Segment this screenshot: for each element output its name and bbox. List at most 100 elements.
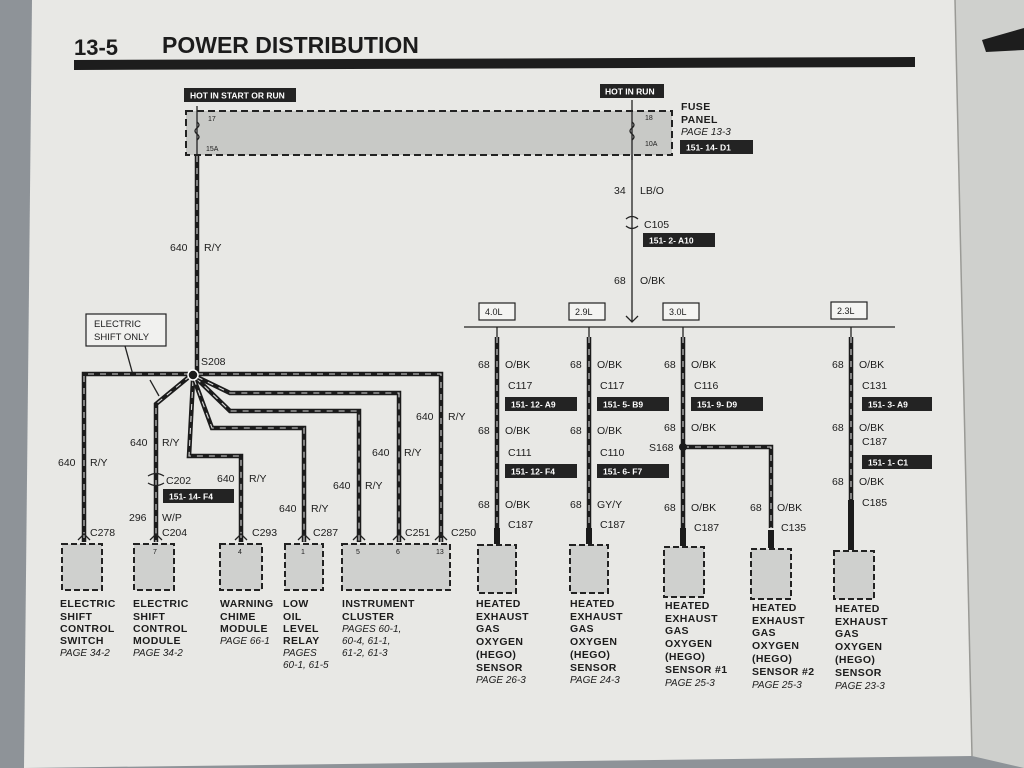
svg-text:2.9L: 2.9L [575, 307, 593, 317]
wire-number: 68 [832, 476, 844, 488]
svg-text:PAGE 25-3: PAGE 25-3 [665, 678, 715, 689]
c187-label: C187 [600, 519, 625, 531]
wire-number: 68 [664, 359, 676, 371]
svg-text:RELAY: RELAY [283, 635, 320, 647]
svg-text:HEATED: HEATED [476, 598, 521, 610]
svg-text:SWITCH: SWITCH [60, 635, 104, 647]
svg-text:SENSOR: SENSOR [835, 667, 882, 679]
fuse-left-number: 17 [208, 116, 216, 123]
svg-text:EXHAUST: EXHAUST [476, 611, 529, 623]
electric-shift-control-module [133, 543, 175, 591]
svg-text:HOT IN START OR RUN: HOT IN START OR RUN [190, 91, 285, 101]
c116-label: C116 [694, 380, 718, 392]
pin-number: 6 [396, 549, 400, 556]
wire-number: 68 [664, 502, 676, 514]
svg-text:OXYGEN: OXYGEN [835, 641, 882, 653]
svg-text:151- 6- F7: 151- 6- F7 [603, 467, 642, 477]
svg-text:60-1, 61-5: 60-1, 61-5 [283, 660, 329, 671]
wire-number: 68 [570, 359, 582, 371]
ref-151-1-c1: 151- 1- C1 [862, 455, 932, 469]
hego-sensor-2-3l [833, 550, 875, 600]
page-number: 13-5 [74, 35, 118, 60]
wire-color: O/BK [691, 502, 716, 514]
instrument-cluster [341, 543, 451, 591]
svg-text:PAGE 34-2: PAGE 34-2 [133, 648, 183, 659]
splice-s168-dot [679, 443, 687, 451]
c117-label: C117 [600, 380, 624, 392]
note-pointer-2 [149, 379, 160, 397]
svg-text:CONTROL: CONTROL [133, 623, 188, 635]
svg-text:EXHAUST: EXHAUST [752, 615, 805, 627]
c185-label: C185 [862, 497, 887, 509]
c117-label: C117 [508, 380, 532, 392]
hot-start-run-tag: HOT IN START OR RUN [184, 88, 296, 102]
wire-number: 68 [750, 502, 762, 514]
pin-number: 1 [301, 549, 305, 556]
wire-label-color: R/Y [90, 457, 108, 469]
svg-text:OIL: OIL [283, 611, 302, 623]
svg-text:EXHAUST: EXHAUST [665, 613, 718, 625]
svg-text:3.0L: 3.0L [669, 307, 687, 317]
svg-text:HEATED: HEATED [570, 598, 615, 610]
electric-shift-note: ELECTRIC [94, 319, 141, 330]
svg-text:HEATED: HEATED [752, 602, 797, 614]
engine-2-3l: 2.3L [830, 301, 868, 320]
electric-shift-control-switch [61, 543, 103, 591]
svg-text:EXHAUST: EXHAUST [570, 611, 623, 623]
wire-34-color: LB/O [640, 185, 664, 197]
component-captions: ELECTRIC SHIFT CONTROL SWITCH PAGE 34-2 … [60, 598, 888, 692]
svg-text:SENSOR #1: SENSOR #1 [665, 664, 728, 676]
hego-sensor-1-3-0l [663, 546, 705, 598]
hot-run-tag: HOT IN RUN [600, 84, 664, 98]
wire-68-number: 68 [614, 275, 626, 287]
wire-label-color: R/Y [249, 473, 267, 485]
svg-text:PAGE 23-3: PAGE 23-3 [835, 681, 885, 692]
wire-label-color: R/Y [162, 437, 180, 449]
svg-text:151- 12- A9: 151- 12- A9 [511, 400, 556, 410]
c287-label: C287 [313, 527, 338, 539]
svg-text:MODULE: MODULE [133, 635, 181, 647]
wire-number: 68 [832, 359, 844, 371]
svg-text:61-2, 61-3: 61-2, 61-3 [342, 648, 388, 659]
ref-151-3-a9: 151- 3- A9 [862, 397, 932, 411]
svg-text:OXYGEN: OXYGEN [752, 640, 799, 652]
svg-text:(HEGO): (HEGO) [476, 649, 516, 661]
svg-text:CLUSTER: CLUSTER [342, 611, 394, 623]
hego-sensor-4-0l [477, 544, 517, 594]
wire-color: GY/Y [597, 499, 622, 511]
c187-label: C187 [508, 519, 533, 531]
svg-text:151- 9- D9: 151- 9- D9 [697, 400, 737, 410]
hego-sensor-2-9l [569, 544, 609, 594]
c202-label: C202 [166, 475, 191, 487]
svg-text:LOW: LOW [283, 598, 309, 610]
c135-label: C135 [781, 522, 806, 534]
wire-number: 68 [570, 425, 582, 437]
wire-color: O/BK [859, 359, 884, 371]
c105-ref: 151- 2- A10 [643, 233, 715, 247]
svg-text:PAGES 60-1,: PAGES 60-1, [342, 624, 401, 635]
electric-shift-note-2: SHIFT ONLY [94, 332, 150, 343]
svg-text:151- 5- B9: 151- 5- B9 [603, 400, 643, 410]
engine-2-9l: 2.9L [568, 302, 606, 321]
svg-text:PAGES: PAGES [283, 648, 317, 659]
svg-text:OXYGEN: OXYGEN [665, 638, 712, 650]
c251-label: C251 [405, 527, 430, 539]
page-title: POWER DISTRIBUTION [162, 32, 419, 58]
svg-text:151- 14- D1: 151- 14- D1 [686, 143, 731, 153]
svg-text:WARNING: WARNING [220, 598, 274, 610]
svg-text:PAGE 34-2: PAGE 34-2 [60, 648, 110, 659]
wire-34-number: 34 [614, 185, 626, 197]
engine-3-0l: 3.0L [662, 302, 700, 321]
right-branch-wires [494, 327, 854, 550]
splice-s208-dot [187, 369, 199, 381]
svg-text:OXYGEN: OXYGEN [570, 636, 617, 648]
c187-label: C187 [862, 436, 887, 448]
c105-connector-icon [625, 215, 639, 230]
page-fold [954, 0, 973, 757]
wire-color: O/BK [505, 499, 530, 511]
pin-number: 4 [238, 549, 242, 556]
wire-number: 68 [664, 422, 676, 434]
next-page-edge [955, 0, 1024, 768]
